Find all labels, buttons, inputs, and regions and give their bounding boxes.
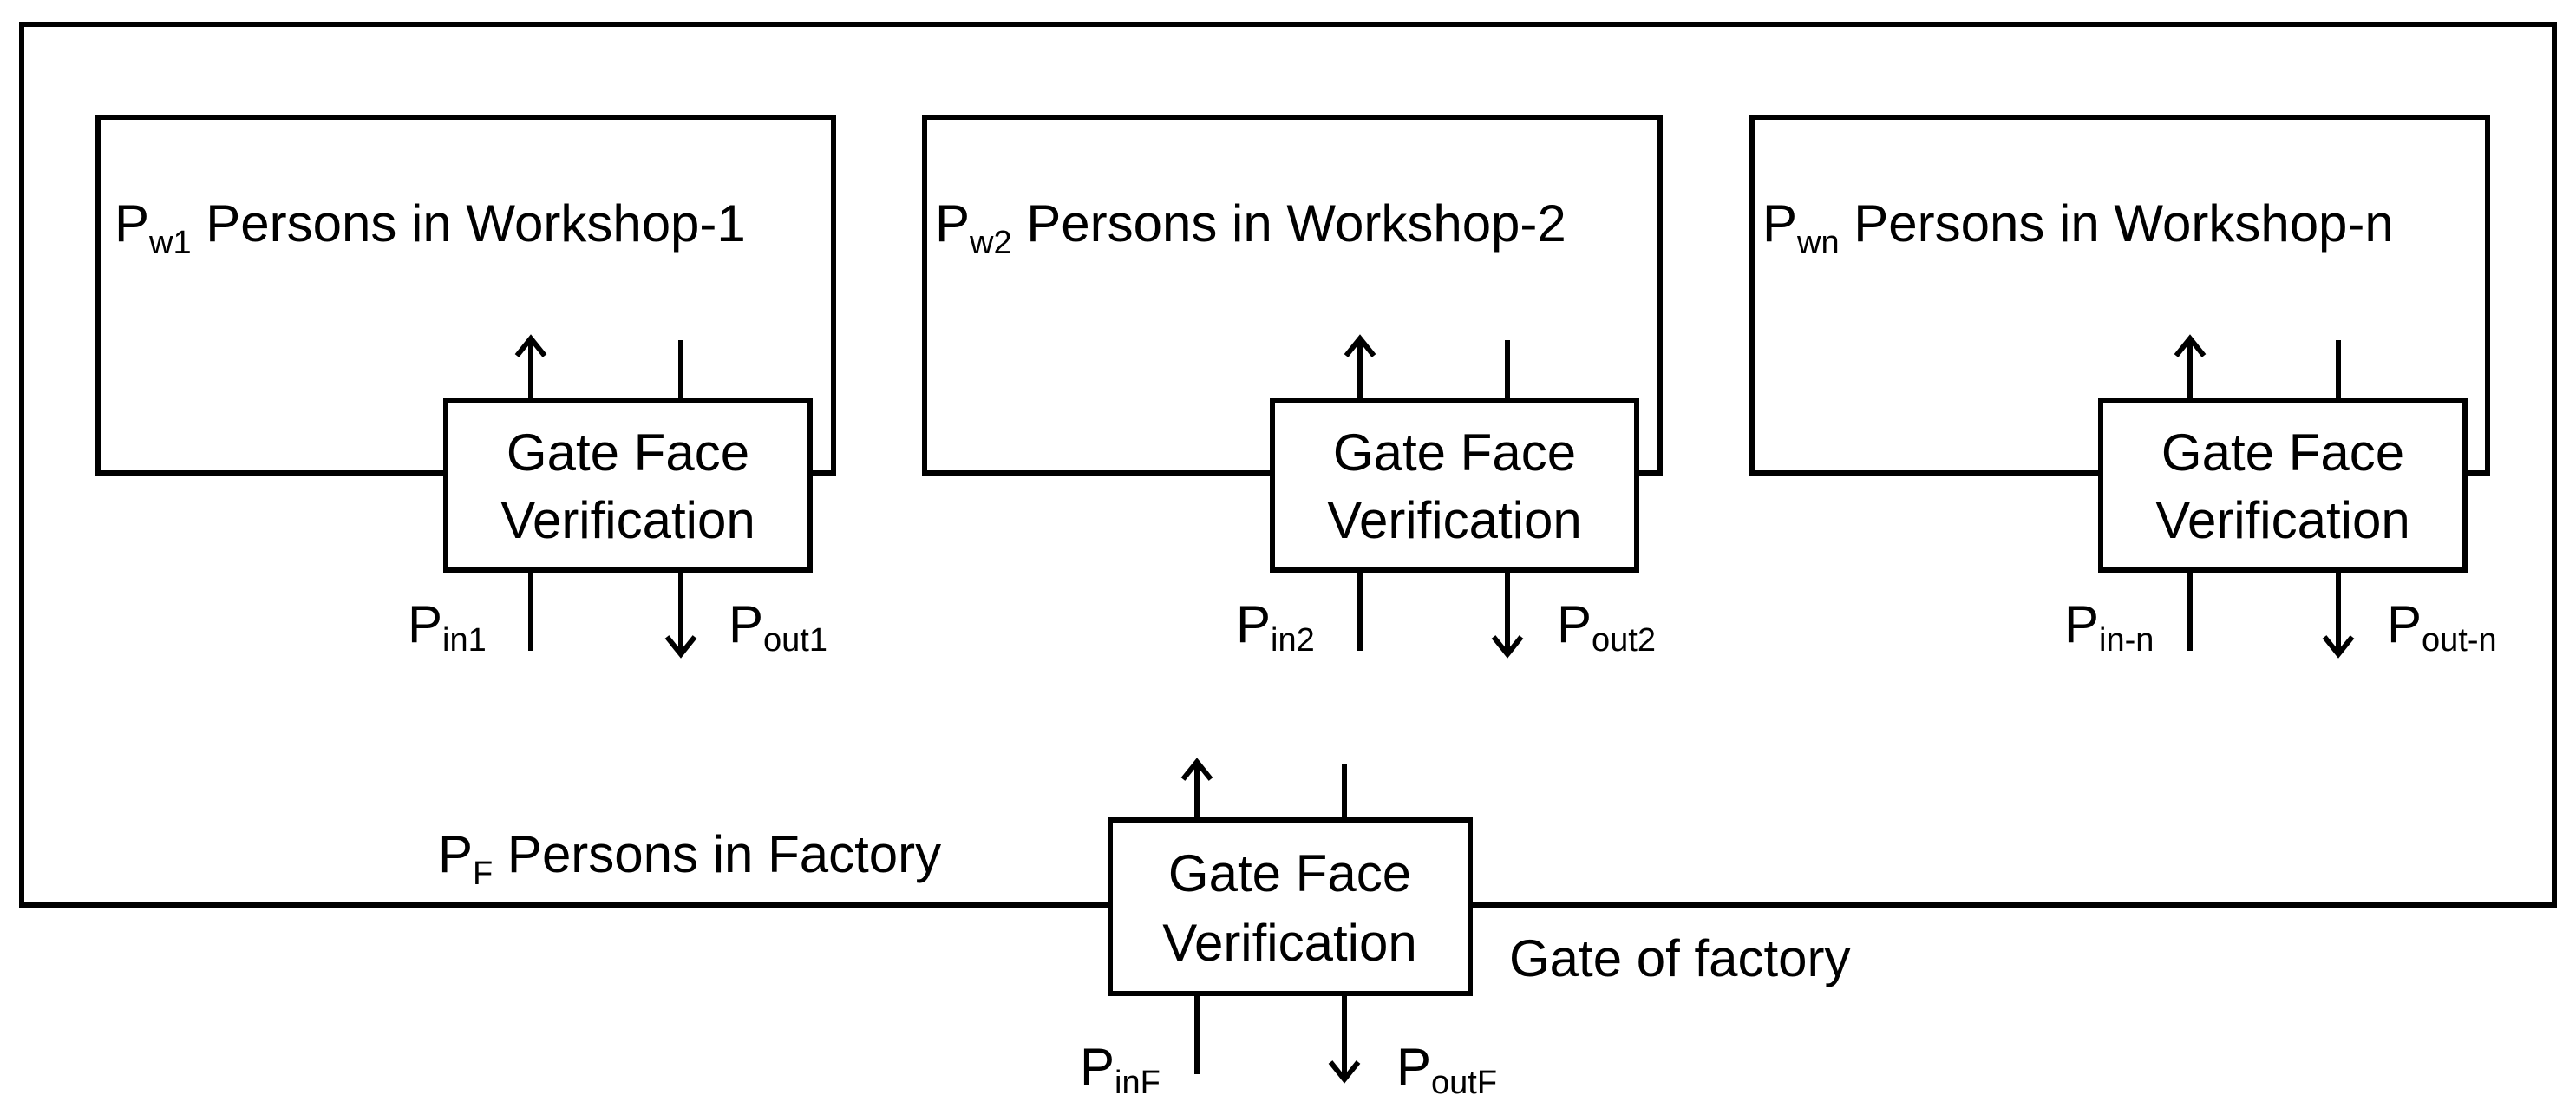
factory-in-label: PinF (1080, 1038, 1161, 1101)
workshop-n-out-label: Pout-n (2387, 595, 2497, 659)
workshop-2-out-label: Pout2 (1557, 595, 1656, 659)
workshop-1: Pw1 Persons in Workshop-1 Gate Face Veri… (95, 115, 836, 659)
factory-out-arrowhead (1328, 1060, 1361, 1084)
workshop-n-gate-box (2098, 398, 2468, 573)
workshop-2-in-label: Pin2 (1236, 595, 1315, 659)
workshop-n-out-arrowhead (2322, 635, 2355, 659)
factory-entry-arrowhead (1180, 758, 1213, 781)
workshop-n-entry-arrowhead (2174, 334, 2207, 357)
factory-gate-line1: Gate Face (1168, 844, 1411, 902)
workshop-n-gate-line2: Verification (2155, 491, 2410, 549)
factory-gate-box (1108, 817, 1473, 996)
workshop-2-gate-line2: Verification (1327, 491, 1582, 549)
workshop-1-in-label: Pin1 (408, 595, 487, 659)
workshop-2-entry-arrowhead (1344, 334, 1376, 357)
workshop-2-label: Pw2 Persons in Workshop-2 (935, 194, 1566, 261)
factory-gate-caption: Gate of factory (1509, 929, 1851, 987)
factory-label: PF Persons in Factory (438, 825, 941, 892)
workshop-n-label: Pwn Persons in Workshop-n (1762, 194, 2394, 261)
workshop-1-entry-arrowhead (514, 334, 547, 357)
workshop-n-in-label: Pin-n (2064, 595, 2154, 659)
workshop-n-gate-line1: Gate Face (2161, 423, 2404, 482)
factory-gate: PF Persons in Factory Gate Face Verifica… (438, 758, 1851, 1101)
workshop-2-gate-line1: Gate Face (1333, 423, 1576, 482)
workshop-1-out-arrowhead (664, 635, 697, 659)
workshop-1-label: Pw1 Persons in Workshop-1 (114, 194, 746, 261)
workshop-1-gate-box (443, 398, 813, 573)
workshop-2-gate-box (1270, 398, 1639, 573)
factory-gate-line2: Verification (1162, 914, 1417, 972)
workshop-1-out-label: Pout1 (729, 595, 827, 659)
workshop-n: Pwn Persons in Workshop-n Gate Face Veri… (1749, 115, 2497, 659)
workshop-1-gate-line2: Verification (500, 491, 755, 549)
workshop-2: Pw2 Persons in Workshop-2 Gate Face Veri… (922, 115, 1663, 659)
workshop-2-out-arrowhead (1491, 635, 1524, 659)
workshop-1-gate-line1: Gate Face (507, 423, 749, 482)
factory-out-label: PoutF (1396, 1038, 1497, 1101)
